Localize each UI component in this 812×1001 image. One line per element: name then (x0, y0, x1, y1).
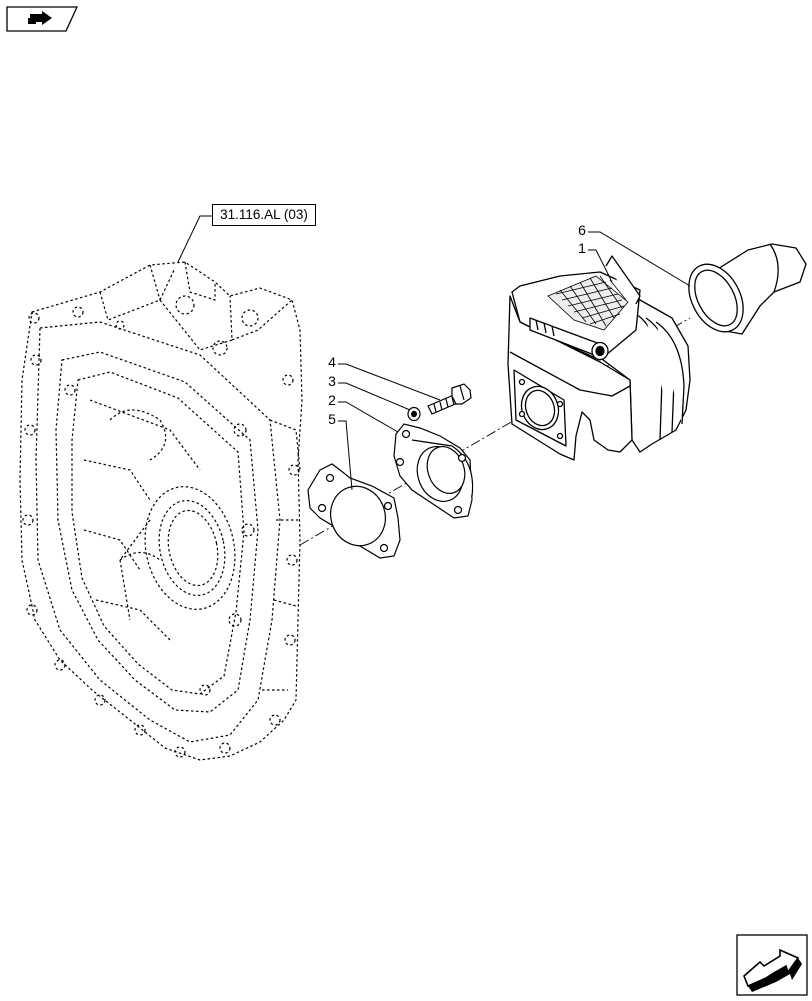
callout-4: 4 (328, 354, 336, 370)
part-3-washer (407, 406, 421, 422)
reference-label[interactable]: 31.116.AL (03) (212, 204, 316, 226)
part-2-flange (393, 423, 474, 519)
next-arrow-icon (736, 934, 808, 996)
back-button[interactable] (6, 6, 79, 32)
callout-3: 3 (328, 373, 336, 389)
callout-5: 5 (328, 411, 336, 427)
part-4-bolt (427, 383, 472, 415)
callout-2: 2 (328, 392, 336, 408)
callout-6: 6 (578, 222, 586, 238)
callout-leaders (338, 231, 691, 491)
back-arrow-icon (6, 6, 79, 32)
part-1-cover-housing (507, 255, 691, 461)
part-6-cap (688, 243, 807, 335)
part-5-gasket (307, 463, 401, 559)
reference-leader (177, 215, 212, 263)
callout-1: 1 (578, 240, 586, 256)
cover-decal (547, 275, 629, 331)
gearbox-housing (19, 261, 303, 761)
next-button[interactable] (736, 934, 808, 996)
